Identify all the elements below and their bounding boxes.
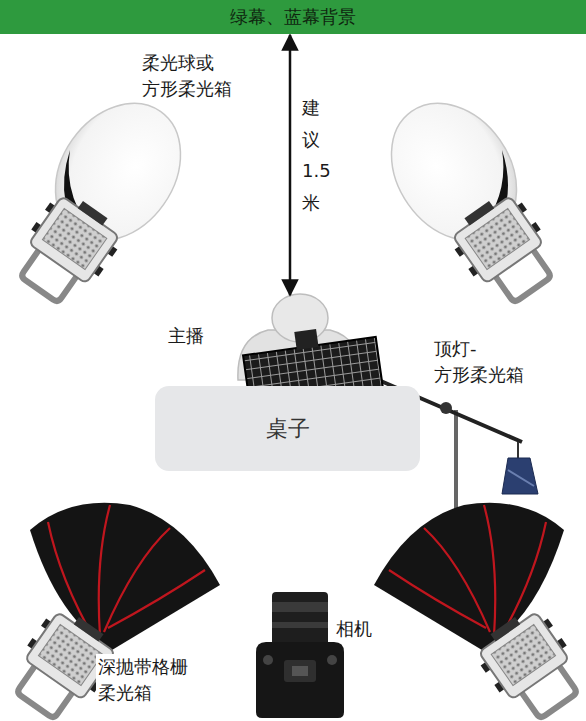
node-text: 主播	[166, 324, 206, 348]
light-label: 顶灯- 方形柔光箱	[432, 336, 526, 388]
node-text: 绿幕、蓝幕背景	[230, 5, 356, 29]
table-box: 桌子	[155, 386, 420, 471]
distance-label: 建议1.5米	[300, 92, 336, 218]
presenter-figure: 主播	[232, 296, 362, 382]
background-band: 绿幕、蓝幕背景	[0, 0, 586, 34]
distance-arrow	[289, 35, 292, 295]
light-label: 柔光球或 方形柔光箱	[140, 50, 234, 102]
light-label: 深抛带格栅 柔光箱	[96, 654, 190, 706]
node-text: 桌子	[266, 414, 310, 444]
camera-label: 相机	[334, 616, 374, 642]
